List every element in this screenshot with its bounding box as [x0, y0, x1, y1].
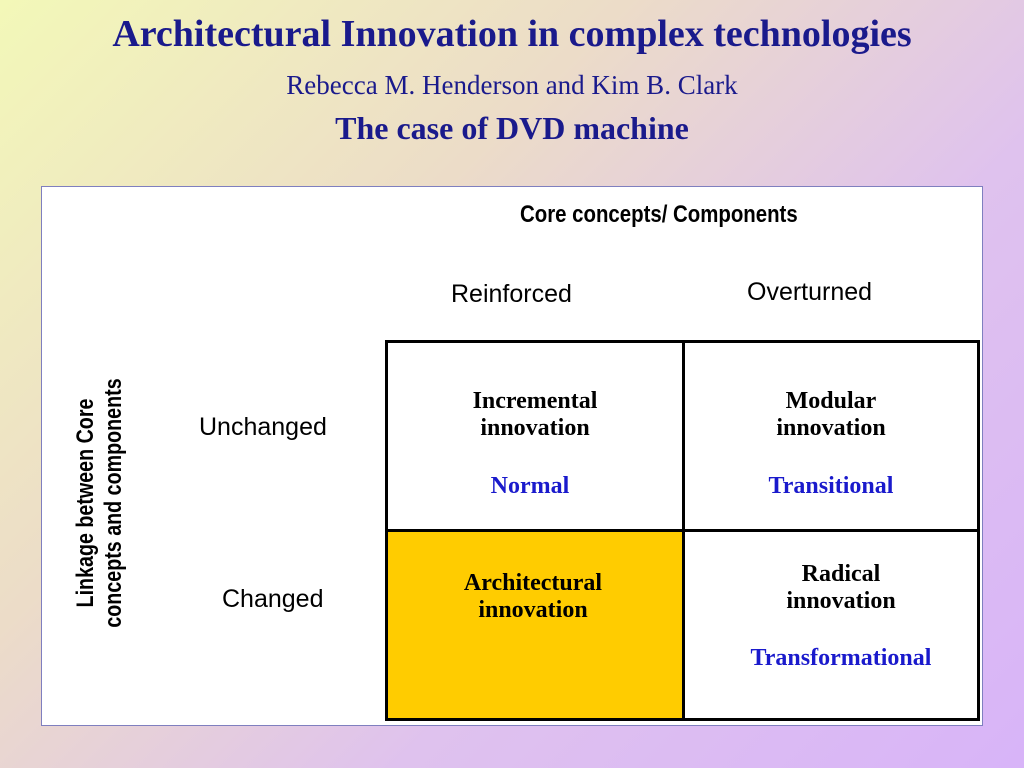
cell-incremental-tag: Normal	[490, 473, 570, 499]
row-label-unchanged: Unchanged	[199, 413, 327, 441]
cell-modular-innovation: Modular innovation Transitional	[682, 340, 980, 532]
cell-radical-name-2: innovation	[786, 588, 896, 614]
slide-subtitle: The case of DVD machine	[335, 110, 689, 146]
slide-authors: Rebecca M. Henderson and Kim B. Clark	[286, 70, 738, 100]
row-label-changed: Changed	[222, 585, 324, 613]
cell-radical-name-1: Radical	[801, 561, 881, 587]
cell-modular-name-2: innovation	[776, 415, 886, 441]
side-axis-line-1: Linkage between Core	[72, 398, 99, 608]
cell-incremental-innovation: Incremental innovation Normal	[385, 340, 685, 532]
cell-incremental-name-1: Incremental	[472, 388, 598, 414]
cell-modular-name-1: Modular	[785, 388, 877, 414]
top-axis-label: Core concepts/ Components	[520, 201, 798, 228]
cell-radical-tag: Transformational	[750, 645, 932, 671]
slide-title: Architectural Innovation in complex tech…	[112, 13, 912, 55]
cell-architectural-name-1: Architectural	[463, 570, 603, 596]
cell-incremental-name-2: innovation	[480, 415, 590, 441]
side-axis-line-2: concepts and components	[100, 378, 127, 628]
cell-modular-tag: Transitional	[768, 473, 894, 499]
column-label-reinforced: Reinforced	[451, 280, 572, 308]
column-label-overturned: Overturned	[747, 278, 873, 306]
cell-architectural-name-2: innovation	[478, 597, 588, 623]
cell-architectural-innovation: Architectural innovation	[385, 529, 685, 721]
cell-radical-innovation: Radical innovation Transformational	[682, 529, 980, 721]
